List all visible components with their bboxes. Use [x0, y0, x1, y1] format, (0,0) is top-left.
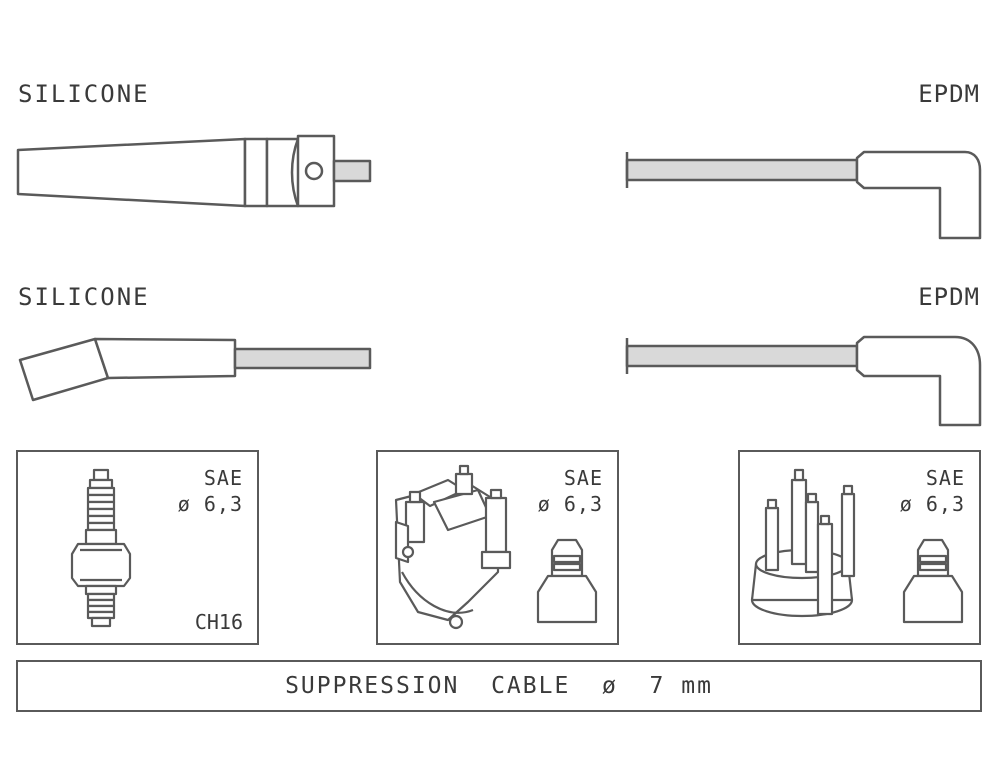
straight-silicone-boot-icon — [16, 134, 372, 208]
panel1-plug-code-label: CH16 — [194, 610, 243, 634]
panel1-diameter-label: ø 6,3 — [177, 492, 243, 516]
spark-plug-icon — [70, 468, 132, 628]
distributor-cap-top-icon — [750, 468, 964, 624]
row2-right-material-label: EPDM — [918, 283, 980, 311]
right-angle-epdm-boot-2-icon — [625, 335, 982, 427]
terminal-tower-icon — [536, 538, 598, 624]
distributor-cap-icon — [394, 464, 598, 630]
distributor-cap-panel-2: SAE ø 6,3 — [738, 450, 981, 645]
row1-right-material-label: EPDM — [918, 80, 980, 108]
angled-silicone-boot-icon — [18, 337, 372, 402]
distributor-cap-panel-1: SAE ø 6,3 — [376, 450, 619, 645]
panel2-standard-label: SAE — [563, 466, 603, 490]
spark-plug-panel: SAE ø 6,3 CH16 — [16, 450, 259, 645]
panel2-diameter-label: ø 6,3 — [537, 492, 603, 516]
panel3-diameter-label: ø 6,3 — [899, 492, 965, 516]
row1-left-material-label: SILICONE — [18, 80, 150, 108]
terminal-tower-2-icon — [902, 538, 964, 624]
right-angle-epdm-boot-icon — [625, 150, 982, 240]
panel1-standard-label: SAE — [203, 466, 243, 490]
cable-drawings — [16, 134, 982, 427]
suppression-cable-label: SUPPRESSION CABLE ø 7 mm — [285, 673, 713, 699]
suppression-cable-bar: SUPPRESSION CABLE ø 7 mm — [16, 660, 982, 712]
row2-left-material-label: SILICONE — [18, 283, 150, 311]
panel3-standard-label: SAE — [925, 466, 965, 490]
